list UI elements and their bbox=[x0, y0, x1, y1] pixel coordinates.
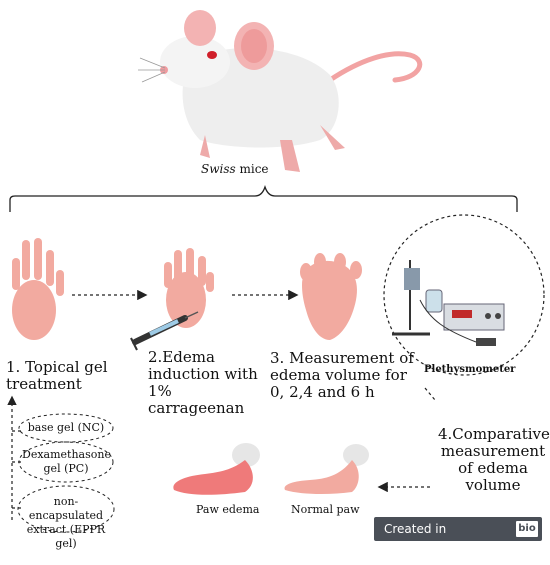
paw-edema-image bbox=[173, 443, 260, 495]
grouping-brace bbox=[9, 184, 518, 212]
syringe-icon bbox=[130, 311, 199, 351]
paws-and-arrows bbox=[7, 214, 545, 533]
badge-brand: BioRender.com bbox=[384, 546, 485, 560]
gel-oval-2 bbox=[18, 441, 114, 483]
step-4-label: 4.Comparative measurement of edema volum… bbox=[438, 425, 550, 494]
paw-1 bbox=[12, 238, 64, 340]
badge-prefix: Created in bbox=[384, 522, 447, 536]
mouse-illustration bbox=[138, 10, 423, 172]
gel-label-2: Dexamethasone gel (PC) bbox=[22, 448, 111, 475]
mice-label-rest: mice bbox=[235, 162, 269, 176]
step-3-label: 3. Measurement of edema volume for 0, 2,… bbox=[270, 349, 414, 401]
mice-label: Swiss mice bbox=[201, 162, 269, 176]
biorender-logo-icon: bio bbox=[516, 521, 538, 537]
arrow-device-step4 bbox=[424, 387, 436, 401]
gel-label-3: non-encapsulated extract (EPPR gel) bbox=[26, 495, 106, 550]
paw-edema-label: Paw edema bbox=[196, 503, 260, 516]
plethysmometer-label: Plethysmometer bbox=[424, 364, 516, 375]
plethysmometer-icon bbox=[392, 260, 505, 346]
step-1-label: 1. Topical gel treatment bbox=[6, 358, 108, 393]
paw-3 bbox=[300, 253, 362, 340]
paw-2 bbox=[164, 248, 214, 328]
step-2-label: 2.Edema induction with 1% carrageenan bbox=[148, 348, 258, 417]
paw-normal-image bbox=[284, 444, 369, 495]
mice-label-italic: Swiss bbox=[201, 162, 236, 176]
gel-oval-3 bbox=[17, 485, 115, 533]
biorender-badge[interactable]: Created in BioRender.com bio bbox=[374, 517, 542, 560]
gel-label-1: base gel (NC) bbox=[27, 421, 105, 434]
device-circle bbox=[383, 214, 545, 376]
normal-paw-label: Normal paw bbox=[291, 503, 360, 516]
gel-oval-1 bbox=[18, 413, 114, 443]
